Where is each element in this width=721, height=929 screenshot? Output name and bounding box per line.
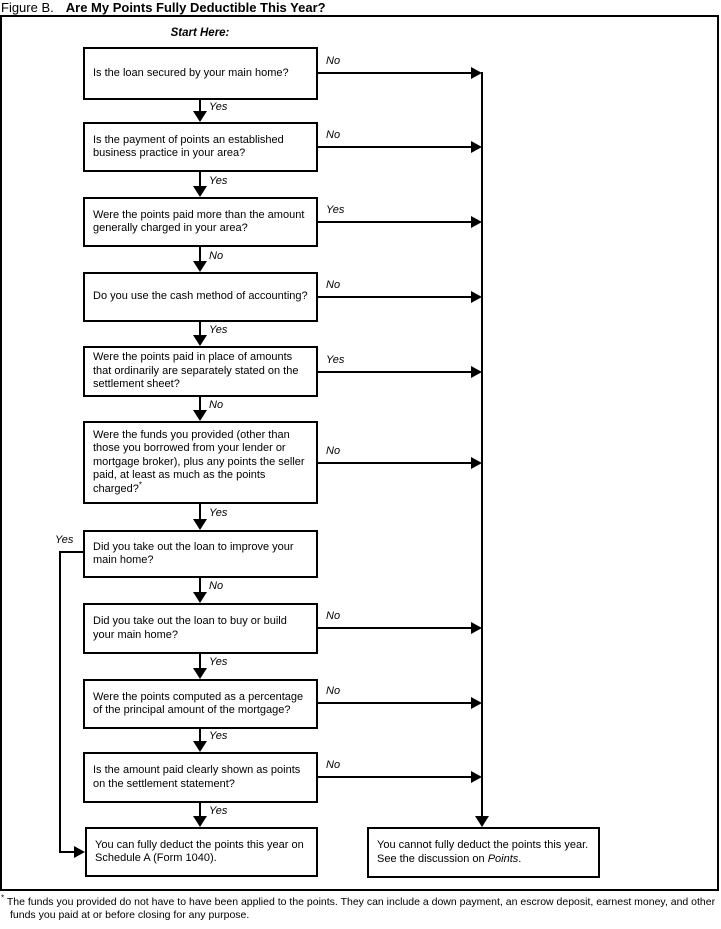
edge-label-yes: Yes: [209, 175, 228, 187]
question-box-improve-home: Did you take out the loan to improve you…: [83, 530, 318, 578]
left-collector-line: [59, 551, 61, 853]
connector-line: [199, 504, 201, 519]
connector-line: [59, 851, 75, 853]
edge-label-no: No: [326, 610, 341, 622]
question-box-points-more-than-charged: Were the points paid more than the amoun…: [83, 197, 318, 247]
footnote-asterisk: *: [1, 893, 5, 903]
connector-line: [318, 702, 471, 704]
arrow-right-icon: [471, 67, 482, 79]
edge-label-no: No: [209, 250, 224, 262]
arrow-down-icon: [193, 410, 207, 421]
edge-label-no: No: [326, 685, 341, 697]
points-reference-italic: Points: [487, 852, 519, 865]
footnote-text: The funds you provided do not have to ha…: [6, 896, 716, 921]
connector-line: [199, 803, 201, 816]
edge-label-no: No: [209, 399, 224, 411]
connector-line: [318, 371, 471, 373]
edge-label-yes: Yes: [55, 534, 74, 546]
connector-line: [199, 397, 201, 410]
question-box-loan-secured: Is the loan secured by your main home?: [83, 47, 318, 100]
footnote: * The funds you provided do not have to …: [1, 893, 721, 922]
arrow-right-icon: [471, 366, 482, 378]
question-box-buy-or-build: Did you take out the loan to buy or buil…: [83, 603, 318, 654]
arrow-right-icon: [471, 457, 482, 469]
edge-label-no: No: [326, 55, 341, 67]
arrow-down-icon: [193, 111, 207, 122]
edge-label-yes: Yes: [209, 101, 228, 113]
connector-line: [318, 627, 471, 629]
figure-title: Figure B. Are My Points Fully Deductible …: [1, 0, 326, 15]
question-box-funds-provided: Were the funds you provided (other than …: [83, 421, 318, 504]
arrow-right-icon: [471, 622, 482, 634]
edge-label-no: No: [209, 580, 224, 592]
edge-label-yes: Yes: [326, 354, 345, 366]
arrow-down-icon: [193, 335, 207, 346]
footnote-reference-asterisk: *: [138, 479, 142, 489]
connector-line: [199, 100, 201, 111]
figure-label: Figure B.: [1, 0, 54, 15]
result-box-not-fully-deductible: You cannot fully deduct the points this …: [367, 827, 600, 878]
connector-line: [318, 72, 471, 74]
arrow-down-icon: [193, 741, 207, 752]
arrow-down-icon: [193, 519, 207, 530]
connector-line: [318, 462, 471, 464]
connector-line: [318, 146, 471, 148]
connector-line: [199, 729, 201, 741]
connector-line: [199, 578, 201, 592]
arrow-down-icon: [193, 816, 207, 827]
connector-line: [318, 296, 471, 298]
question-box-in-place-of-amounts: Were the points paid in place of amounts…: [83, 346, 318, 397]
edge-label-yes: Yes: [209, 507, 228, 519]
arrow-right-icon: [471, 141, 482, 153]
arrow-down-icon: [193, 592, 207, 603]
arrow-right-icon: [471, 291, 482, 303]
edge-label-yes: Yes: [209, 324, 228, 336]
edge-label-yes: Yes: [209, 805, 228, 817]
arrow-right-into-deduct-box: [74, 846, 85, 858]
arrow-right-icon: [471, 697, 482, 709]
arrow-down-icon: [193, 261, 207, 272]
connector-line: [318, 776, 471, 778]
connector-line: [199, 172, 201, 186]
start-here-label: Start Here:: [170, 27, 230, 39]
right-collector-line: [481, 72, 483, 816]
connector-line: [59, 551, 83, 553]
arrow-down-icon: [193, 186, 207, 197]
question-box-cash-method: Do you use the cash method of accounting…: [83, 272, 318, 322]
connector-line: [318, 221, 471, 223]
flowchart-frame: [0, 15, 719, 891]
result-box-fully-deductible: You can fully deduct the points this yea…: [85, 827, 318, 877]
arrow-right-icon: [471, 771, 482, 783]
connector-line: [199, 247, 201, 261]
question-box-percentage-of-principal: Were the points computed as a percentage…: [83, 679, 318, 729]
edge-label-no: No: [326, 445, 341, 457]
arrow-down-into-cannot-box: [475, 816, 489, 827]
arrow-down-icon: [193, 668, 207, 679]
edge-label-no: No: [326, 279, 341, 291]
figure-title-text: Are My Points Fully Deductible This Year…: [65, 0, 326, 15]
arrow-right-icon: [471, 216, 482, 228]
edge-label-yes: Yes: [209, 730, 228, 742]
connector-line: [199, 654, 201, 668]
edge-label-yes: Yes: [209, 656, 228, 668]
edge-label-no: No: [326, 759, 341, 771]
question-box-established-practice: Is the payment of points an established …: [83, 122, 318, 172]
question-box-clearly-shown: Is the amount paid clearly shown as poin…: [83, 752, 318, 803]
edge-label-yes: Yes: [326, 204, 345, 216]
edge-label-no: No: [326, 129, 341, 141]
connector-line: [199, 322, 201, 335]
